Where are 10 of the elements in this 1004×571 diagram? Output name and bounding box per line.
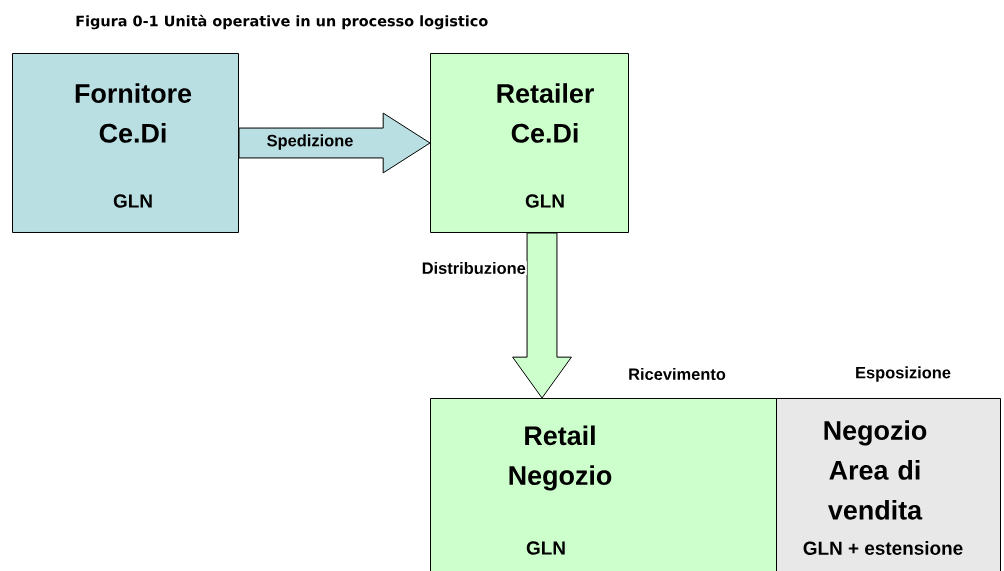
edge-label: Spedizione <box>265 133 355 151</box>
edge-label: Distribuzione <box>420 260 527 276</box>
stage-label: Esposizione <box>856 366 951 382</box>
stage-label: Ricevimento <box>629 367 726 381</box>
figure-title: Figura 0-1 Unità operative in un processo logistico <box>76 14 488 30</box>
block-arrow <box>512 232 572 399</box>
process-box: Fornitore Ce.Di GLN <box>12 53 239 233</box>
process-box: Retailer Ce.Di GLN <box>430 53 629 233</box>
process-box: Retail Negozio GLN <box>430 398 777 571</box>
process-box: Negozio Area di vendita GLN + estensione <box>776 398 1001 571</box>
